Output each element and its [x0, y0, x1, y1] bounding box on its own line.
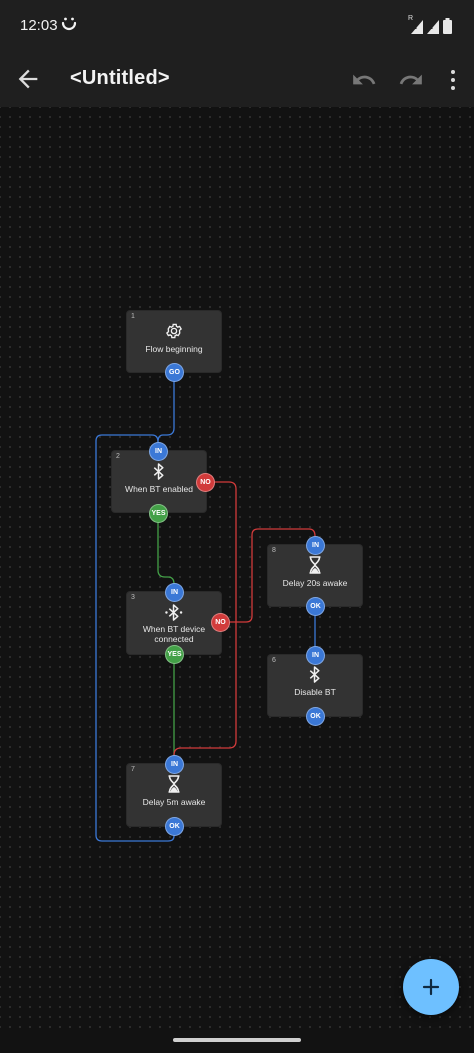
app-bar: <Untitled>: [0, 52, 474, 107]
port-in[interactable]: IN: [165, 755, 184, 774]
smiley-notification-icon: [61, 17, 77, 31]
undo-icon[interactable]: [351, 67, 377, 93]
back-arrow-icon[interactable]: [14, 65, 42, 93]
bluetooth-icon: [309, 666, 320, 683]
redo-icon[interactable]: [398, 67, 424, 93]
roaming-indicator: R: [408, 15, 414, 22]
node-delay-5m-awake[interactable]: 7 Delay 5m awake: [127, 764, 221, 826]
node-when-bt-enabled[interactable]: 2 When BT enabled: [112, 451, 206, 512]
status-icons: R: [408, 15, 452, 34]
node-label: Delay 20s awake: [282, 578, 348, 588]
node-label: Delay 5m awake: [142, 797, 206, 807]
port-ok[interactable]: OK: [306, 597, 325, 616]
add-node-button[interactable]: [403, 959, 459, 1015]
port-in[interactable]: IN: [149, 442, 168, 461]
node-label-line-2: connected: [154, 634, 194, 644]
node-number: 8: [272, 547, 276, 554]
port-in[interactable]: IN: [306, 536, 325, 555]
node-number: 1: [131, 313, 135, 320]
port-ok[interactable]: OK: [306, 707, 325, 726]
node-disable-bt[interactable]: 6 Disable BT: [268, 655, 362, 716]
node-label: Disable BT: [294, 687, 336, 697]
plus-icon: [422, 978, 440, 996]
signal-icon: R: [408, 15, 423, 34]
signal-icon-2: [427, 20, 439, 34]
navigation-bar: [0, 1030, 474, 1053]
node-label: When BT enabled: [125, 484, 193, 494]
node-number: 7: [131, 766, 135, 773]
port-no[interactable]: NO: [196, 473, 215, 492]
more-vert-icon[interactable]: [444, 66, 462, 94]
hourglass-icon: [309, 556, 321, 574]
node-number: 6: [272, 657, 276, 664]
hourglass-icon: [168, 775, 180, 793]
page-title: <Untitled>: [70, 67, 170, 89]
gear-icon: [165, 323, 183, 339]
bluetooth-icon: [153, 463, 164, 480]
port-go[interactable]: GO: [165, 363, 184, 382]
port-in[interactable]: IN: [165, 583, 184, 602]
bluetooth-connected-icon: [165, 604, 183, 621]
node-when-bt-device-connected[interactable]: 3 When BT device connected: [127, 592, 221, 654]
status-time: 12:03: [20, 17, 58, 34]
node-number: 3: [131, 594, 135, 601]
flow-canvas[interactable]: [0, 107, 474, 1030]
port-yes[interactable]: YES: [149, 504, 168, 523]
gesture-handle[interactable]: [173, 1038, 301, 1042]
port-in[interactable]: IN: [306, 646, 325, 665]
node-delay-20s-awake[interactable]: 8 Delay 20s awake: [268, 545, 362, 606]
node-number: 2: [116, 453, 120, 460]
battery-icon: [443, 18, 452, 34]
node-label: Flow beginning: [145, 344, 203, 354]
port-no[interactable]: NO: [211, 613, 230, 632]
port-ok[interactable]: OK: [165, 817, 184, 836]
port-yes[interactable]: YES: [165, 645, 184, 664]
node-label-line-1: When BT device: [142, 624, 206, 634]
node-flow-beginning[interactable]: 1 Flow beginning: [127, 311, 221, 372]
status-bar: 12:03 R: [0, 0, 474, 52]
